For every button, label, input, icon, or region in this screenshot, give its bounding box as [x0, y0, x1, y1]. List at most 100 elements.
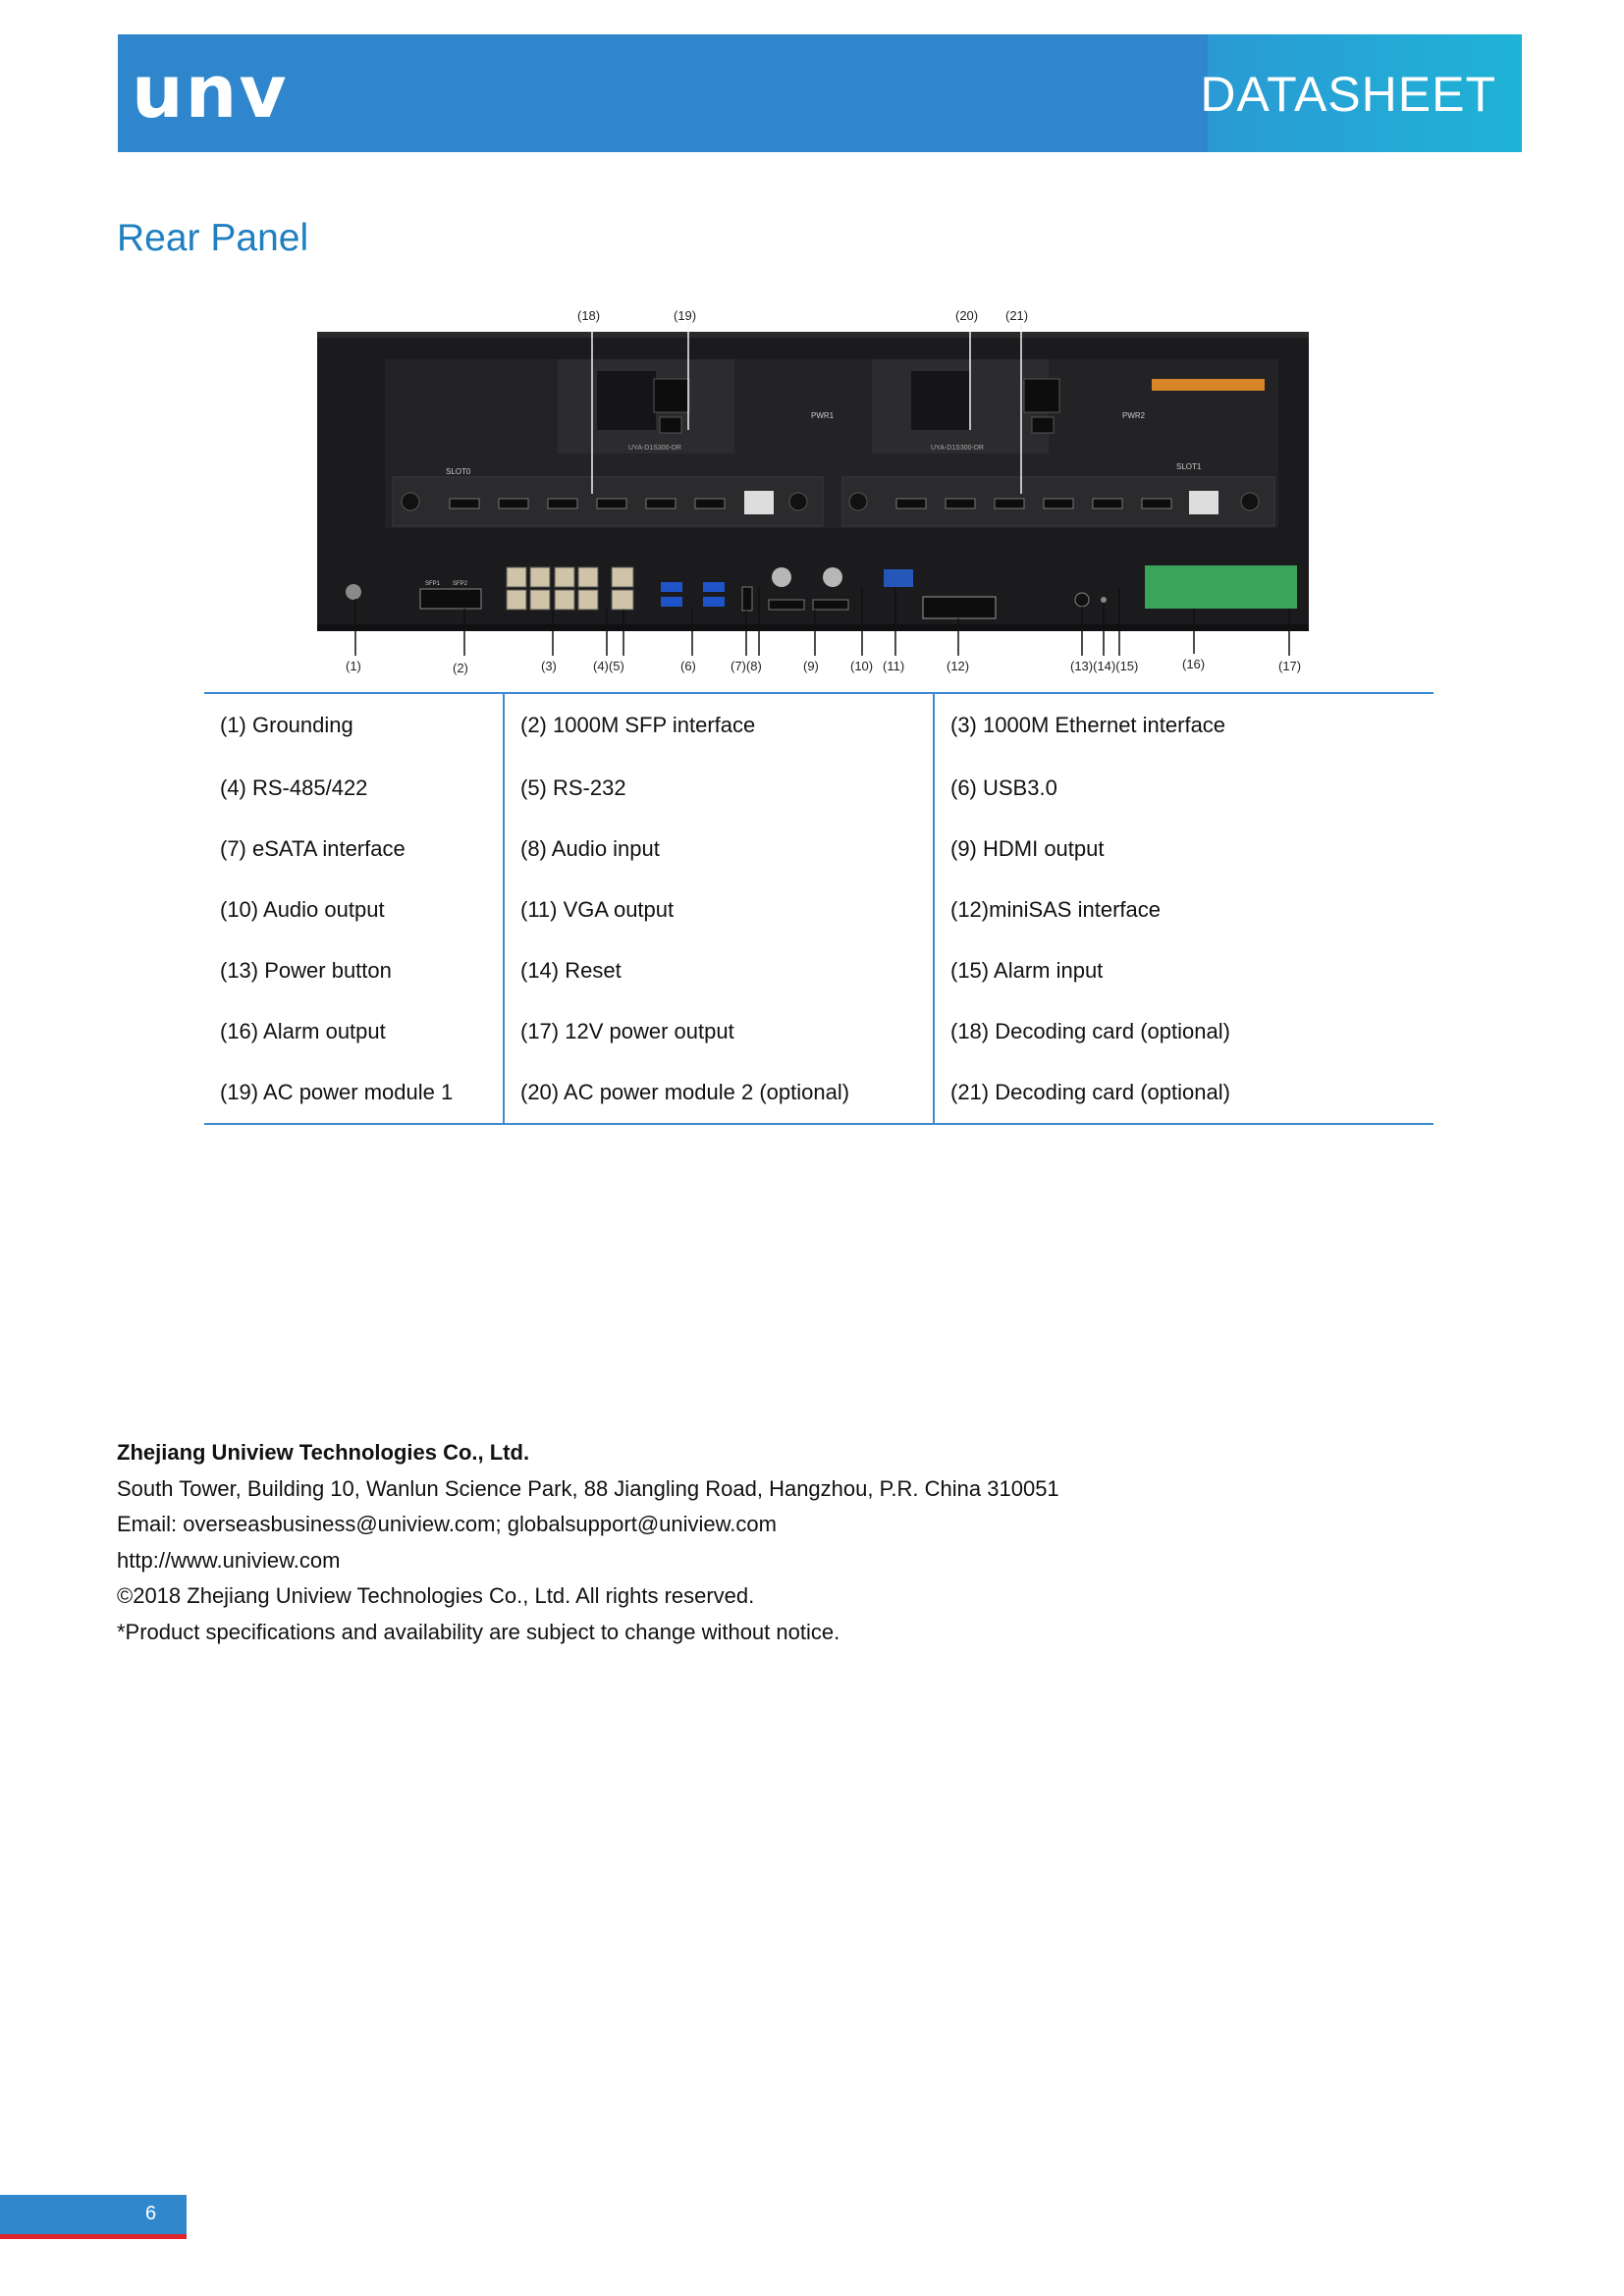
card-1-hdmi-ports	[895, 498, 1172, 509]
table-row: (7) eSATA interface (8) Audio input (9) …	[204, 819, 1434, 880]
company-website-link[interactable]: http://www.uniview.com	[117, 1547, 341, 1573]
esata-port	[741, 586, 753, 612]
audio-out-port	[823, 567, 842, 587]
datasheet-header: unv DATASHEET	[118, 34, 1522, 152]
copyright-notice: ©2018 Zhejiang Uniview Technologies Co.,…	[117, 1583, 755, 1608]
table-row: (1) Grounding (2) 1000M SFP interface (3…	[204, 693, 1434, 758]
callout-6: (6)	[680, 659, 696, 673]
table-row: (10) Audio output (11) VGA output (12)mi…	[204, 880, 1434, 940]
callout-12: (12)	[947, 659, 969, 673]
audio-in-port	[772, 567, 791, 587]
table-row: (13) Power button (14) Reset (15) Alarm …	[204, 940, 1434, 1001]
rear-panel-figure: UYA-D1S300-DR PWR1 UYA-D1S300-DR PWR2 SL…	[312, 302, 1333, 685]
vga-port	[884, 569, 913, 587]
callout-18: (18)	[577, 308, 600, 323]
callout-1: (1)	[346, 659, 361, 673]
card-0-screw-right	[788, 492, 808, 511]
ethernet-ports	[506, 566, 634, 611]
card-1-terminal-block	[1189, 491, 1218, 514]
table-cell: (17) 12V power output	[503, 1001, 934, 1062]
page-number-tab: 6	[0, 2195, 187, 2239]
callout-20: (20)	[955, 308, 978, 323]
psu-1-ac-socket	[653, 378, 690, 413]
bottom-callouts: (1) (2) (3) (4)(5) (6) (7)(8) (9) (10) (…	[346, 657, 1301, 675]
card-0-screw-left	[401, 492, 420, 511]
power-button	[1074, 592, 1090, 608]
table-cell: (1) Grounding	[220, 713, 353, 737]
table-cell: (9) HDMI output	[933, 819, 1434, 880]
slot0-text: SLOT0	[446, 467, 471, 476]
slot1-text: SLOT1	[1176, 462, 1202, 471]
hdmi-out-2	[812, 599, 849, 611]
card-0-hdmi-ports	[449, 498, 726, 509]
table-cell: (12)miniSAS interface	[933, 880, 1434, 940]
table-cell: (8) Audio input	[503, 819, 934, 880]
callout-9: (9)	[803, 659, 819, 673]
psu-1-switch	[659, 416, 682, 434]
company-email[interactable]: Email: overseasbusiness@uniview.com; glo…	[117, 1512, 777, 1536]
table-row: (19) AC power module 1 (20) AC power mod…	[204, 1062, 1434, 1123]
hdmi-out-1	[768, 599, 805, 611]
minisas-port	[922, 596, 997, 619]
doc-type-label: DATASHEET	[1200, 67, 1496, 122]
top-callout-lines	[591, 324, 1022, 494]
rear-panel-diagram: UYA-D1S300-DR PWR1 UYA-D1S300-DR PWR2 SL…	[317, 308, 1309, 675]
table-cell: (11) VGA output	[503, 880, 934, 940]
psu-2-ac-socket	[1023, 378, 1060, 413]
callout-19: (19)	[674, 308, 696, 323]
card-1-screw-right	[1240, 492, 1260, 511]
callout-2: (2)	[453, 661, 468, 675]
sfp1-text: SFP1	[425, 581, 441, 587]
page-number: 6	[145, 2203, 157, 2224]
table-cell: (5) RS-232	[503, 758, 934, 819]
sfp2-text: SFP2	[453, 581, 468, 587]
grounding-screw	[346, 584, 361, 600]
sfp-ports	[419, 588, 482, 610]
callout-21: (21)	[1005, 308, 1028, 323]
section-title: Rear Panel	[117, 217, 309, 259]
table-cell: (13) Power button	[220, 958, 392, 983]
pwr1-text: PWR1	[811, 411, 835, 420]
bottom-callout-lines	[354, 587, 1290, 656]
table-cell: (6) USB3.0	[933, 758, 1434, 819]
table-cell: (3) 1000M Ethernet interface	[933, 693, 1434, 758]
univ-logo: unv	[132, 50, 289, 134]
usb3-ports	[661, 582, 725, 607]
psu-1-fan-grille	[597, 371, 656, 430]
alarm-terminal-blocks	[1145, 565, 1297, 609]
table-row: (4) RS-485/422 (5) RS-232 (6) USB3.0	[204, 758, 1434, 819]
table-cell: (4) RS-485/422	[220, 775, 368, 800]
table-bottom-rule	[204, 1123, 1434, 1125]
company-footer: Zhejiang Uniview Technologies Co., Ltd. …	[117, 1435, 1059, 1650]
table-cell: (20) AC power module 2 (optional)	[503, 1062, 934, 1123]
callout-4-5: (4)(5)	[593, 659, 624, 673]
table-row: (16) Alarm output (17) 12V power output …	[204, 1001, 1434, 1062]
company-address: South Tower, Building 10, Wanlun Science…	[117, 1475, 1059, 1501]
table-cell: (7) eSATA interface	[220, 836, 406, 861]
psu-2-model: UYA-D1S300-DR	[931, 445, 984, 452]
callout-11: (11)	[883, 659, 904, 673]
chassis-top-edge	[317, 332, 1309, 338]
table-cell: (14) Reset	[503, 940, 934, 1001]
table-cell: (2) 1000M SFP interface	[503, 693, 934, 758]
callout-13-14-15: (13)(14)(15)	[1070, 659, 1138, 673]
disclaimer-notice: *Product specifications and availability…	[117, 1619, 840, 1644]
callout-10: (10)	[850, 659, 873, 673]
psu-2-fan-grille	[911, 371, 970, 430]
callout-7-8: (7)(8)	[731, 659, 762, 673]
header-accent-block	[1208, 34, 1522, 152]
table-cell: (15) Alarm input	[933, 940, 1434, 1001]
callout-17: (17)	[1278, 659, 1301, 673]
callout-16: (16)	[1182, 657, 1205, 671]
card-0-terminal-block	[744, 491, 774, 514]
pwr2-text: PWR2	[1122, 411, 1146, 420]
callout-3: (3)	[541, 659, 557, 673]
table-cell: (10) Audio output	[220, 897, 385, 922]
table-cell: (21) Decoding card (optional)	[933, 1062, 1434, 1123]
serial-sticker	[1152, 379, 1265, 391]
table-cell: (16) Alarm output	[220, 1019, 386, 1043]
psu-2-switch	[1031, 416, 1055, 434]
table-cell: (18) Decoding card (optional)	[933, 1001, 1434, 1062]
table-cell: (19) AC power module 1	[220, 1080, 454, 1104]
psu-1-model: UYA-D1S300-DR	[628, 445, 681, 452]
